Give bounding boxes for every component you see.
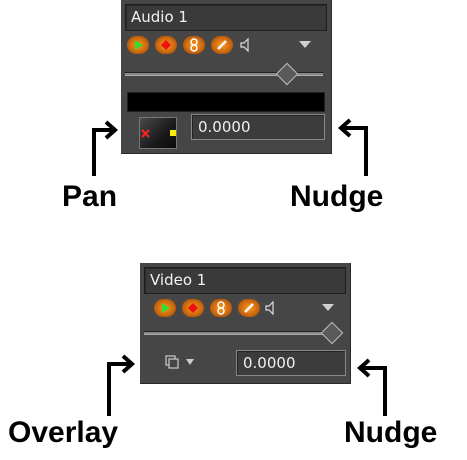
link-icon <box>210 299 232 317</box>
record-icon <box>182 299 204 317</box>
mute-button[interactable] <box>239 37 253 53</box>
pan-label: Pan <box>62 180 117 214</box>
mute-button[interactable] <box>264 300 278 316</box>
chevron-down-icon[interactable] <box>299 41 311 48</box>
play-button[interactable] <box>127 36 149 54</box>
record-button[interactable] <box>155 36 177 54</box>
edit-icon <box>211 36 233 54</box>
audio-slider-thumb[interactable] <box>276 63 299 86</box>
overlay-icon <box>162 353 202 373</box>
audio-nudge-value: 0.0000 <box>198 118 251 136</box>
audio-nudge-label: Nudge <box>290 180 383 214</box>
chevron-down-icon[interactable] <box>322 304 334 311</box>
speaker-icon <box>239 37 253 53</box>
play-button[interactable] <box>154 299 176 317</box>
overlay-arrow-icon <box>103 352 135 418</box>
video-slider-track[interactable] <box>144 331 336 335</box>
video-track-panel: Video 1 0. <box>140 263 351 384</box>
audio-nudge-field[interactable]: 0.0000 <box>191 114 325 140</box>
edit-icon <box>238 299 260 317</box>
audio-track-title: Audio 1 <box>131 8 188 26</box>
edit-button[interactable] <box>238 299 260 317</box>
link-button[interactable] <box>210 299 232 317</box>
pan-control[interactable] <box>139 117 177 149</box>
audio-track-button-row <box>125 34 325 56</box>
pan-arrow-icon <box>88 118 118 178</box>
link-button[interactable] <box>183 36 205 54</box>
speaker-icon <box>264 300 278 316</box>
audio-level-bar <box>127 92 325 112</box>
overlay-label: Overlay <box>8 416 118 450</box>
video-track-title: Video 1 <box>150 271 206 289</box>
edit-button[interactable] <box>211 36 233 54</box>
pan-markers <box>140 118 176 148</box>
audio-track-title-bar[interactable]: Audio 1 <box>125 4 327 31</box>
audio-track-panel: Audio 1 <box>121 0 332 154</box>
overlay-control[interactable] <box>162 353 202 373</box>
link-icon <box>183 36 205 54</box>
play-icon <box>154 299 176 317</box>
record-icon <box>155 36 177 54</box>
video-nudge-label: Nudge <box>344 416 437 450</box>
video-nudge-arrow-icon <box>355 356 395 418</box>
pan-marker-right <box>170 130 176 136</box>
record-button[interactable] <box>182 299 204 317</box>
video-nudge-value: 0.0000 <box>243 354 296 372</box>
audio-nudge-arrow-icon <box>336 116 376 178</box>
video-slider-thumb[interactable] <box>321 322 344 345</box>
video-track-button-row <box>144 297 344 319</box>
video-track-title-bar[interactable]: Video 1 <box>144 267 346 294</box>
video-nudge-field[interactable]: 0.0000 <box>236 350 346 376</box>
play-icon <box>127 36 149 54</box>
